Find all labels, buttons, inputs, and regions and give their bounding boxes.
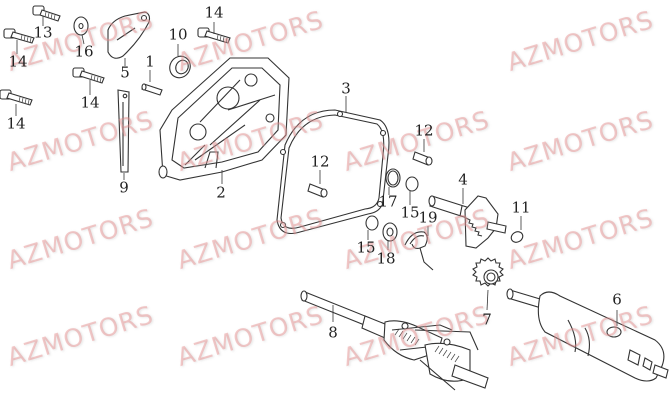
o-ring-11-icon — [510, 216, 524, 243]
bolt-14b-icon — [197, 22, 231, 44]
callout-1: 1 — [145, 52, 155, 71]
callout-15: 15 — [356, 238, 376, 257]
shift-drum-6-icon — [506, 288, 669, 382]
bolt-14d-icon — [0, 89, 33, 116]
callout-7: 7 — [482, 310, 492, 329]
bolt-13-icon — [32, 5, 61, 26]
callout-6: 6 — [612, 290, 622, 309]
callout-8: 8 — [328, 323, 338, 342]
spring-19-icon — [404, 226, 434, 271]
callout-15: 15 — [400, 203, 420, 222]
idle-gear-7-icon — [472, 257, 504, 311]
callout-2: 2 — [216, 183, 226, 202]
cover-2-icon — [158, 57, 290, 184]
bolt-14a-icon — [3, 28, 35, 54]
callout-14: 14 — [204, 3, 224, 22]
washer-17-icon — [385, 168, 401, 195]
callout-4: 4 — [458, 170, 468, 189]
callout-5: 5 — [120, 63, 130, 82]
callout-14: 14 — [80, 93, 100, 112]
dowel-pin-12a-icon — [307, 170, 328, 198]
callout-11: 11 — [511, 198, 531, 217]
guide-strip-9-icon — [117, 89, 130, 180]
washer-18-icon — [382, 222, 398, 250]
plate-5-icon — [107, 11, 151, 66]
callout-14: 14 — [8, 52, 28, 71]
shift-shaft-8-icon — [300, 290, 489, 391]
washer-16-icon — [73, 16, 89, 45]
callout-12: 12 — [414, 121, 434, 140]
pin-1-icon — [141, 70, 163, 96]
callout-18: 18 — [376, 249, 396, 268]
callout-14: 14 — [6, 114, 26, 133]
callout-10: 10 — [168, 25, 188, 44]
callout-9: 9 — [119, 178, 129, 197]
oil-seal-10-icon — [169, 44, 191, 79]
callout-12: 12 — [310, 152, 330, 171]
callout-13: 13 — [33, 23, 53, 42]
gasket-3-icon — [276, 96, 390, 235]
bolt-14c-icon — [72, 67, 105, 95]
callout-16: 16 — [74, 42, 94, 61]
kick-shaft-4-icon — [428, 188, 507, 249]
callout-19: 19 — [418, 208, 438, 227]
callout-3: 3 — [341, 79, 351, 98]
circlip-15b-icon — [365, 215, 379, 240]
circlip-15a-icon — [405, 176, 419, 205]
callout-17: 17 — [378, 192, 398, 211]
dowel-pin-12b-icon — [412, 139, 433, 166]
